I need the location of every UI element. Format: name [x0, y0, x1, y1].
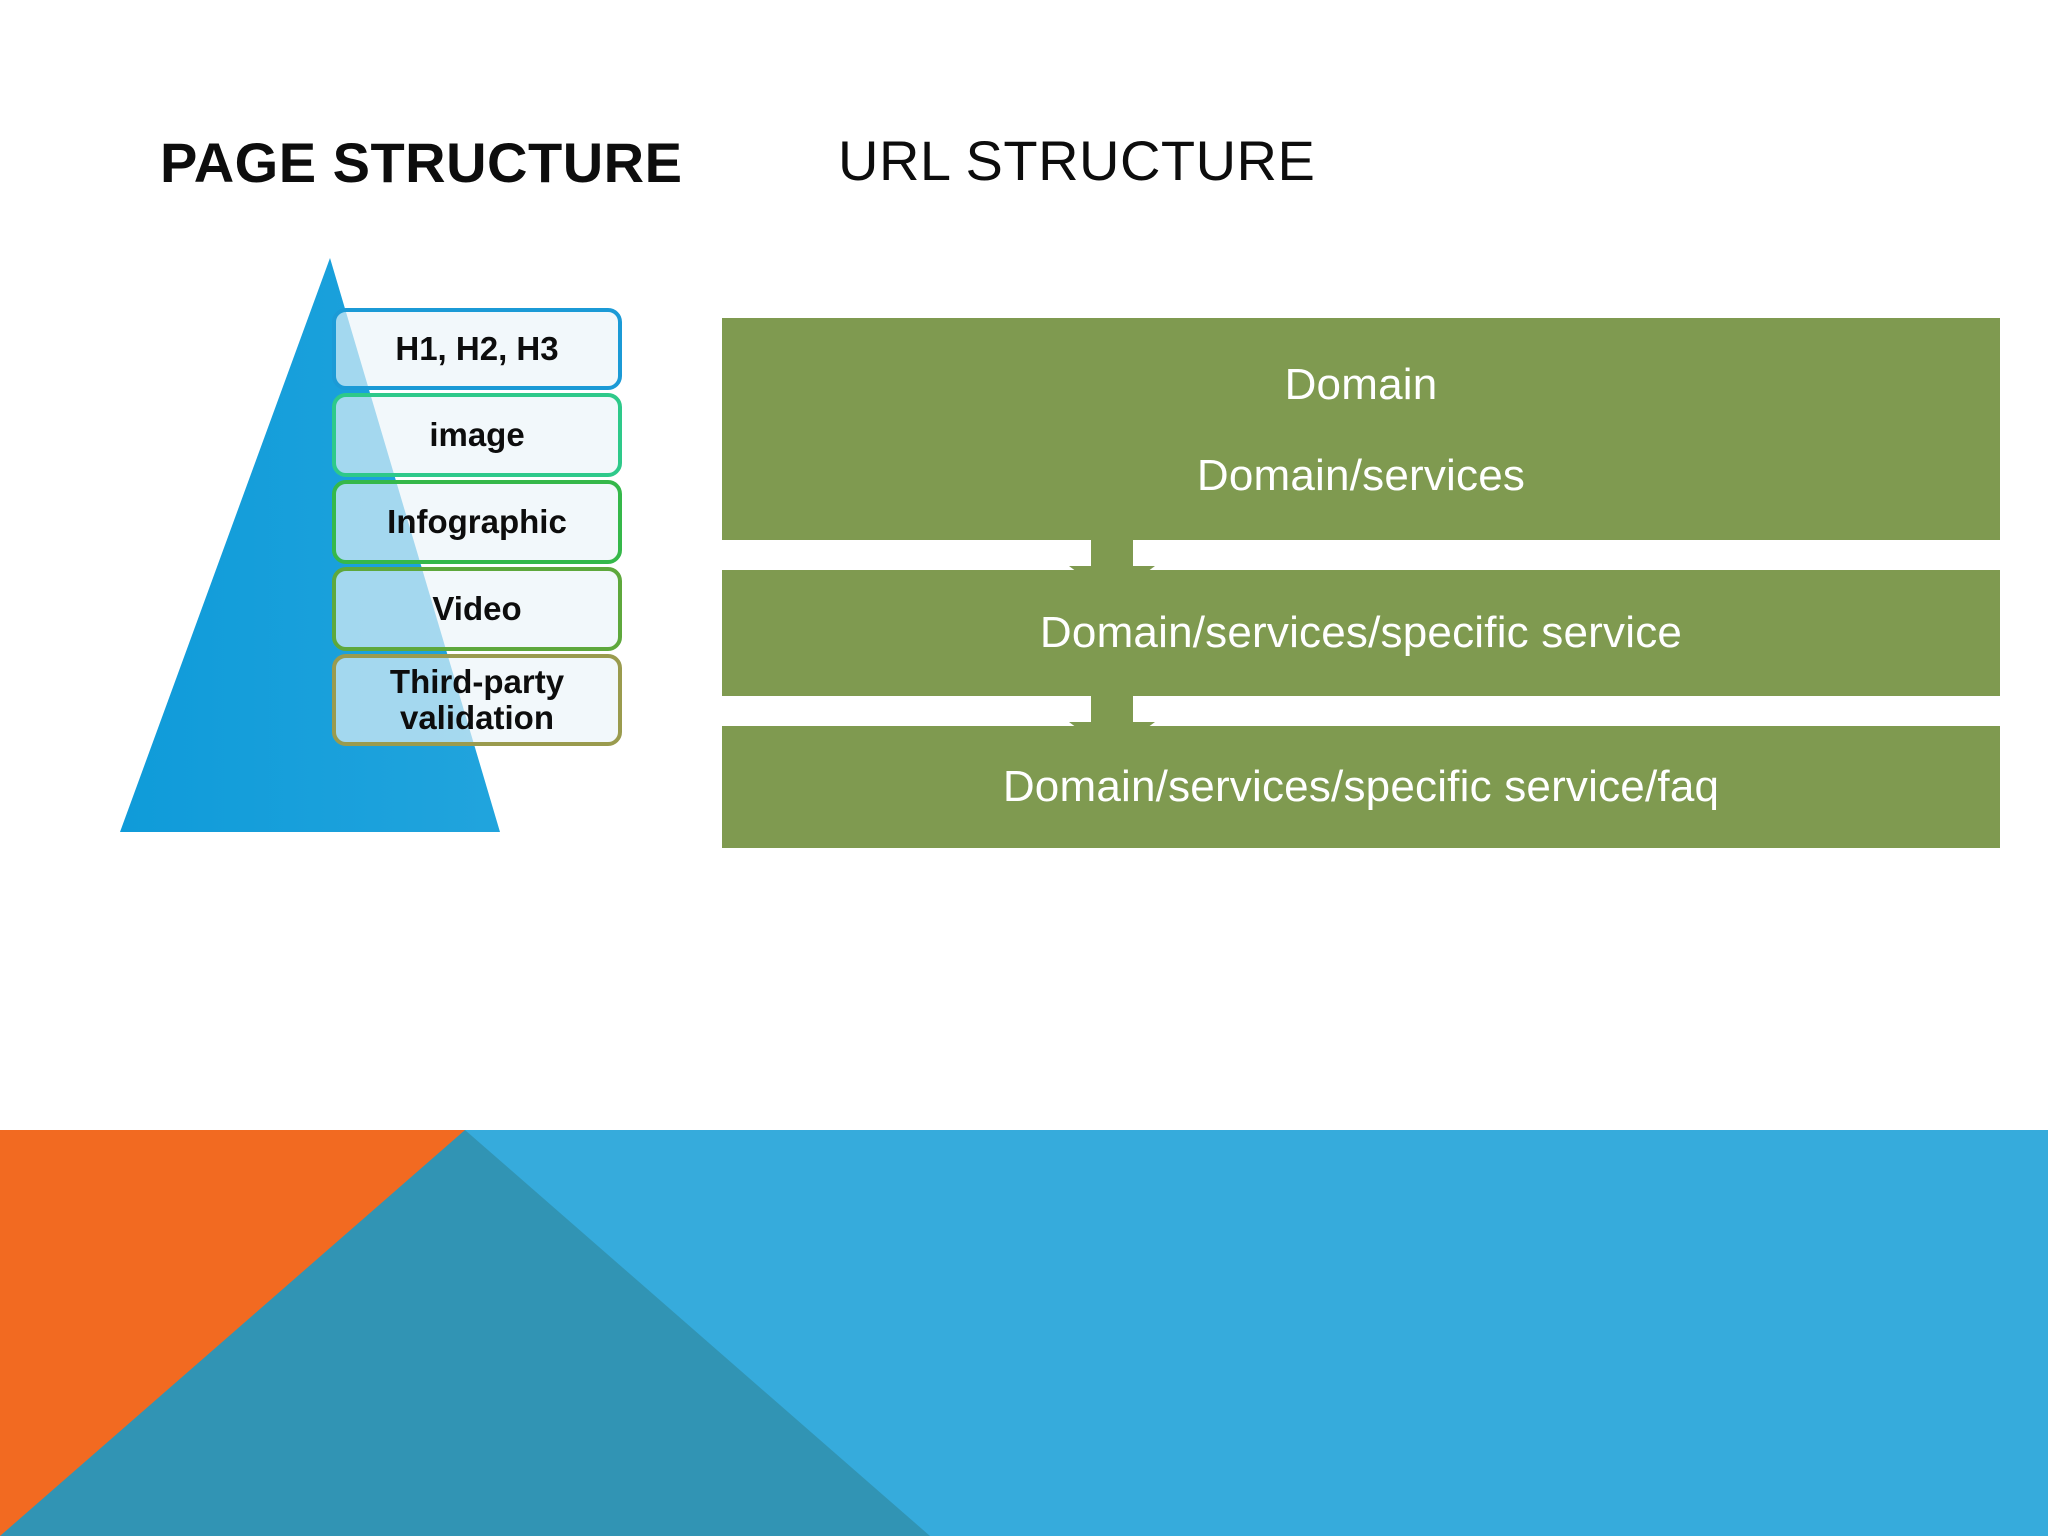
page-structure-pyramid: H1, H2, H3 image Infographic Video Third… [100, 250, 660, 840]
url-step-label: Domain/services [1196, 451, 1526, 500]
layer-item-video[interactable]: Video [332, 567, 622, 651]
url-step-label: Domain/services/specific service [1039, 608, 1683, 657]
url-step-label: Domain/services/specific service/faq [1002, 762, 1720, 811]
url-step-domain-services[interactable]: Domain/services [722, 412, 2000, 540]
arrow-down-icon-2 [1069, 540, 1155, 598]
url-structure-heading: URL STRUCTURE [838, 129, 1316, 192]
page-structure-layer-list: H1, H2, H3 image Infographic Video Third… [332, 308, 622, 749]
layer-item-image[interactable]: image [332, 393, 622, 477]
layer-label: image [429, 416, 525, 454]
page-structure-heading: PAGE STRUCTURE [160, 131, 683, 194]
band-triangle-overlay-icon [0, 1130, 930, 1536]
url-step-label: Domain [1284, 360, 1438, 409]
layer-label: Infographic [387, 503, 567, 541]
url-structure-flow: Domain Domain/services Domain/services/s… [722, 318, 2000, 868]
url-step-domain-services-specific-service-faq[interactable]: Domain/services/specific service/faq [722, 726, 2000, 848]
layer-label: Video [432, 590, 522, 628]
layer-item-infographic[interactable]: Infographic [332, 480, 622, 564]
layer-label: H1, H2, H3 [395, 330, 559, 368]
url-step-domain-services-specific-service[interactable]: Domain/services/specific service [722, 570, 2000, 696]
footer-decoration-band [0, 1130, 2048, 1536]
layer-item-h1-h2-h3[interactable]: H1, H2, H3 [332, 308, 622, 390]
arrow-down-icon-3 [1069, 696, 1155, 754]
